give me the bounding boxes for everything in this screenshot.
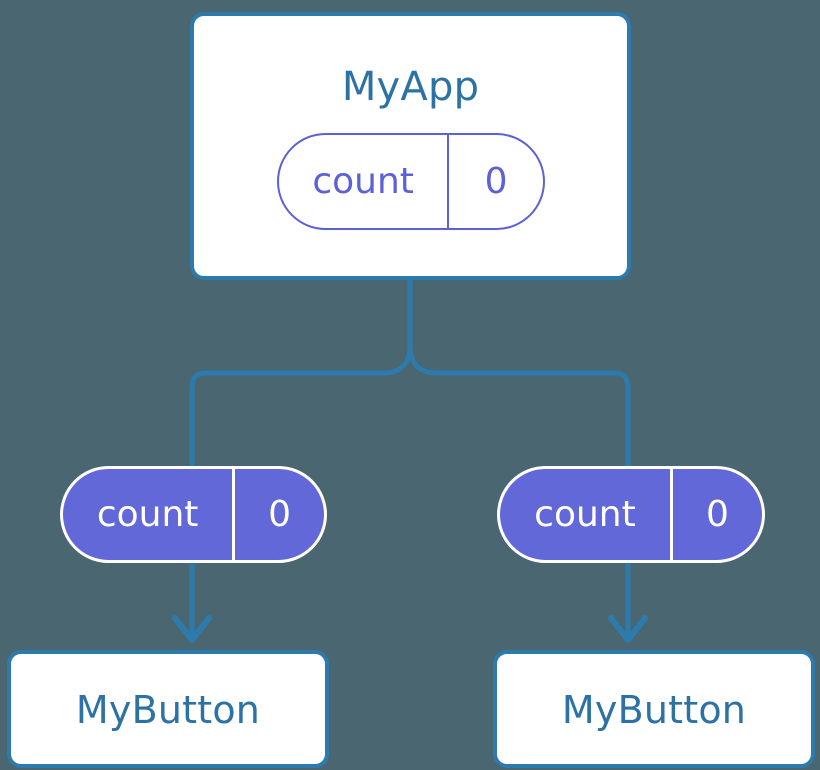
branch-line-left — [189, 347, 413, 473]
props-pill-left-value: 0 — [268, 494, 292, 535]
component-title-myapp: MyApp — [341, 64, 480, 110]
props-pill-left-key: count — [63, 469, 236, 560]
state-pill-key: count — [279, 135, 450, 228]
branch-line-right — [407, 347, 631, 473]
arrow-head-right — [608, 615, 648, 643]
arrow-head-left — [172, 615, 212, 643]
props-pill-right-key: count — [500, 469, 673, 560]
props-pill-left[interactable]: count 0 — [60, 466, 327, 563]
component-title-mybutton-left: MyButton — [75, 688, 261, 732]
component-title-mybutton-right: MyButton — [561, 688, 747, 732]
props-pill-right-value: 0 — [706, 494, 729, 535]
state-pill-myapp[interactable]: count 0 — [277, 133, 545, 230]
component-card-mybutton-left[interactable]: MyButton — [7, 650, 329, 768]
props-pill-right[interactable]: count 0 — [497, 466, 765, 563]
component-card-mybutton-right[interactable]: MyButton — [493, 650, 815, 768]
state-pill-value: 0 — [484, 161, 508, 202]
